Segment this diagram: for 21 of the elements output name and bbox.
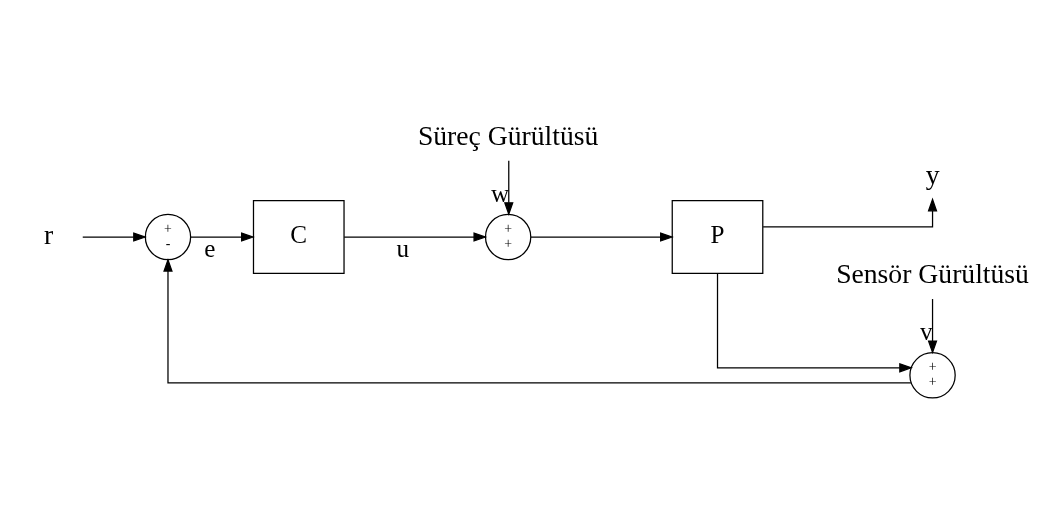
- arrow: [927, 298, 938, 355]
- node-text: Süreç Gürültüsü: [417, 119, 599, 151]
- arrow: [530, 232, 674, 242]
- arrow: [716, 273, 914, 373]
- arrow: [343, 232, 488, 242]
- arrow: [163, 257, 912, 384]
- node-circle: + +: [484, 213, 532, 261]
- edge-label: e: [204, 235, 216, 263]
- arrow: [503, 160, 514, 216]
- node-box: C: [252, 199, 345, 275]
- node-circle: + -: [144, 213, 192, 261]
- node-text: Sensör Gürültüsü: [836, 258, 1029, 290]
- node-text: r: [43, 219, 54, 251]
- node-circle: + +: [909, 352, 956, 399]
- arrow: [82, 232, 147, 242]
- arrow: [190, 232, 255, 242]
- node-box: P: [671, 199, 764, 275]
- edge-label: u: [396, 235, 410, 263]
- arrow: [762, 197, 938, 228]
- node-text: y: [925, 158, 940, 190]
- edge-label: v: [919, 318, 933, 346]
